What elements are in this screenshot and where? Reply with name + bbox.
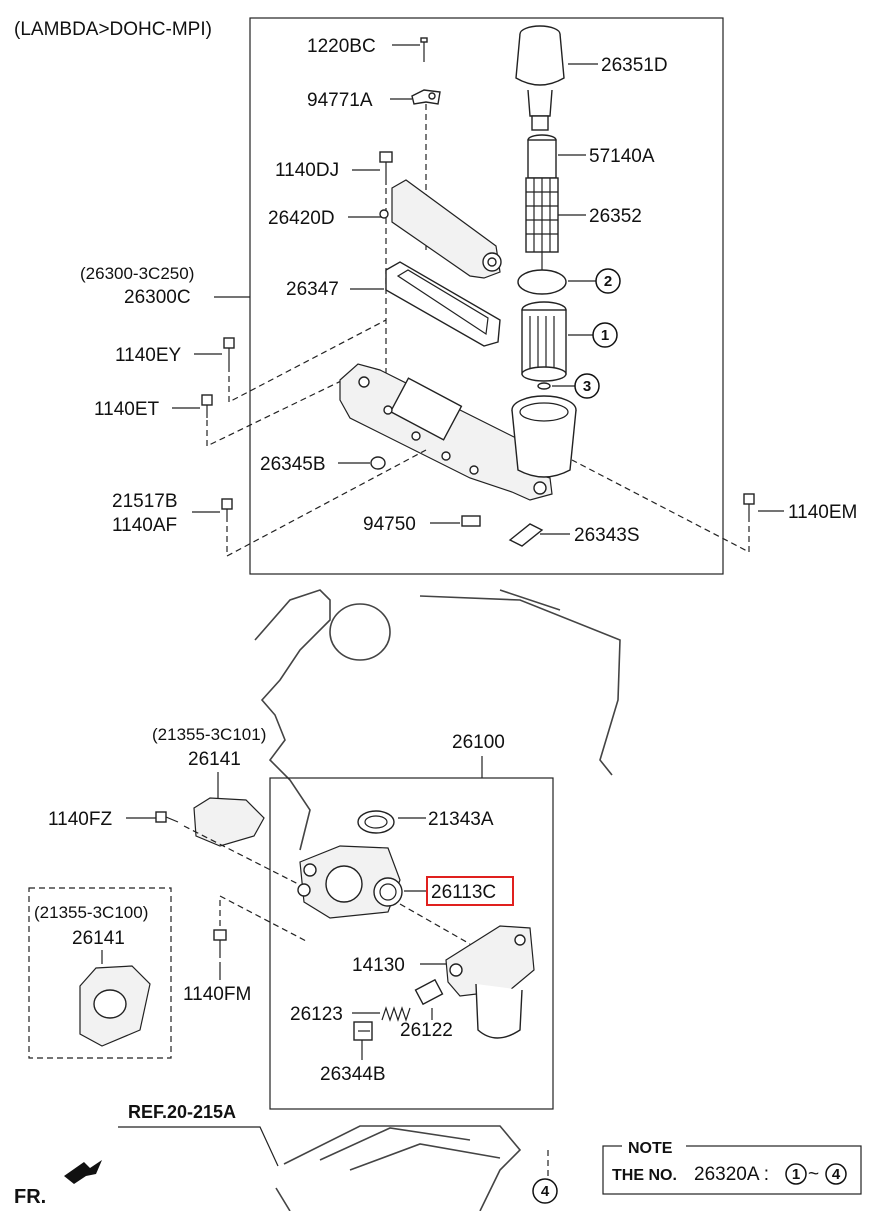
callout-4-text: 4 <box>541 1183 550 1200</box>
label-94771A: 94771A <box>307 90 373 111</box>
bracket-26343S <box>508 523 544 547</box>
label-ref-20-215A: REF.20-215A <box>128 1102 236 1122</box>
highlight-box-26113C <box>426 876 514 906</box>
label-26122: 26122 <box>400 1020 453 1041</box>
ring-callout-3 <box>537 382 551 390</box>
label-57140A: 57140A <box>589 146 655 167</box>
callout-circle-3 <box>574 373 600 399</box>
bolt-1140DJ <box>379 151 393 185</box>
bolt-1140AF <box>221 498 233 522</box>
note-number: 26320A : <box>694 1164 769 1185</box>
seal-26113C <box>373 877 403 907</box>
label-26345B: 26345B <box>260 454 326 475</box>
cover-26141-upper <box>193 797 265 847</box>
label-26420D: 26420D <box>268 208 335 229</box>
callout-circle-1 <box>592 322 618 348</box>
note-prefix: THE NO. <box>612 1167 677 1184</box>
note-range-sep: ~ <box>808 1164 819 1185</box>
filter-cartridge-callout-1 <box>521 301 567 382</box>
label-1140FM: 1140FM <box>183 984 251 1005</box>
label-1140ET: 1140ET <box>94 399 160 420</box>
label-26352: 26352 <box>589 206 642 227</box>
label-21355-3C100: (21355-3C100) <box>34 903 148 922</box>
label-26113C: 26113C <box>431 882 496 903</box>
label-1220BC: 1220BC <box>307 36 376 57</box>
bolt-1140EY <box>223 337 235 372</box>
oil-pan-outline <box>275 1125 522 1211</box>
label-94750: 94750 <box>363 514 416 535</box>
oring-callout-2 <box>517 269 567 295</box>
label-26344B: 26344B <box>320 1064 386 1085</box>
callout-2-text: 2 <box>604 273 612 290</box>
upper-group-ref: 26300C <box>124 287 191 308</box>
seal-21343A <box>357 810 395 834</box>
plug-26344B <box>353 1021 373 1041</box>
note-box <box>602 1145 862 1195</box>
callout-1-text: 1 <box>601 327 609 344</box>
plunger-26122 <box>414 978 444 1006</box>
label-26351D: 26351D <box>601 55 668 76</box>
oil-cooler-26420D <box>391 179 501 279</box>
upper-group-ref-paren: (26300-3C250) <box>80 264 194 283</box>
spring-26123 <box>381 1006 411 1022</box>
callout-3-text: 3 <box>583 378 591 395</box>
label-26141-upper: 26141 <box>188 749 241 770</box>
label-1140DJ: 1140DJ <box>275 160 339 181</box>
bolt-1220BC <box>420 37 428 62</box>
note-circle-to <box>825 1163 847 1185</box>
label-26123: 26123 <box>290 1004 343 1025</box>
sensor-94750 <box>461 515 481 527</box>
label-front: FR. <box>14 1186 46 1208</box>
label-1140EM: 1140EM <box>788 502 857 523</box>
lower-group-box <box>269 777 554 1110</box>
label-26100: 26100 <box>452 732 505 753</box>
bolt-1140FM <box>213 929 227 958</box>
label-21343A: 21343A <box>428 809 494 830</box>
callout-circle-4 <box>532 1178 558 1204</box>
callout-circle-2 <box>595 268 621 294</box>
bolt-1140EM <box>743 493 755 522</box>
pump-cover-14130 <box>445 925 535 1039</box>
bolt-1140FZ <box>155 811 179 823</box>
label-21355-3C101: (21355-3C101) <box>152 725 266 744</box>
filter-element-26352 <box>525 177 559 286</box>
note-title: NOTE <box>628 1140 673 1157</box>
note-range-to: 4 <box>832 1166 841 1183</box>
label-21517B: 21517B <box>112 491 178 512</box>
oil-pump-body <box>297 845 401 919</box>
alt-cover-box <box>28 887 172 1059</box>
label-26343S: 26343S <box>574 525 640 546</box>
engine-block-outline <box>254 589 621 851</box>
upper-group-box <box>249 17 724 575</box>
clip-94771A <box>411 89 441 105</box>
front-arrow-icon <box>64 1160 102 1184</box>
filter-cap-26351D <box>515 25 565 131</box>
label-1140EY: 1140EY <box>115 345 182 366</box>
diagram-title: (LAMBDA>DOHC-MPI) <box>14 19 212 40</box>
label-26141-lower: 26141 <box>72 928 125 949</box>
label-14130: 14130 <box>352 955 405 976</box>
note-circle-from <box>785 1163 807 1185</box>
label-1140AF: 1140AF <box>112 515 177 536</box>
plug-26345B <box>370 456 386 470</box>
note-range-from: 1 <box>792 1166 800 1183</box>
bolt-1140ET <box>201 394 213 418</box>
label-1140FZ: 1140FZ <box>48 809 112 830</box>
label-26347: 26347 <box>286 279 339 300</box>
